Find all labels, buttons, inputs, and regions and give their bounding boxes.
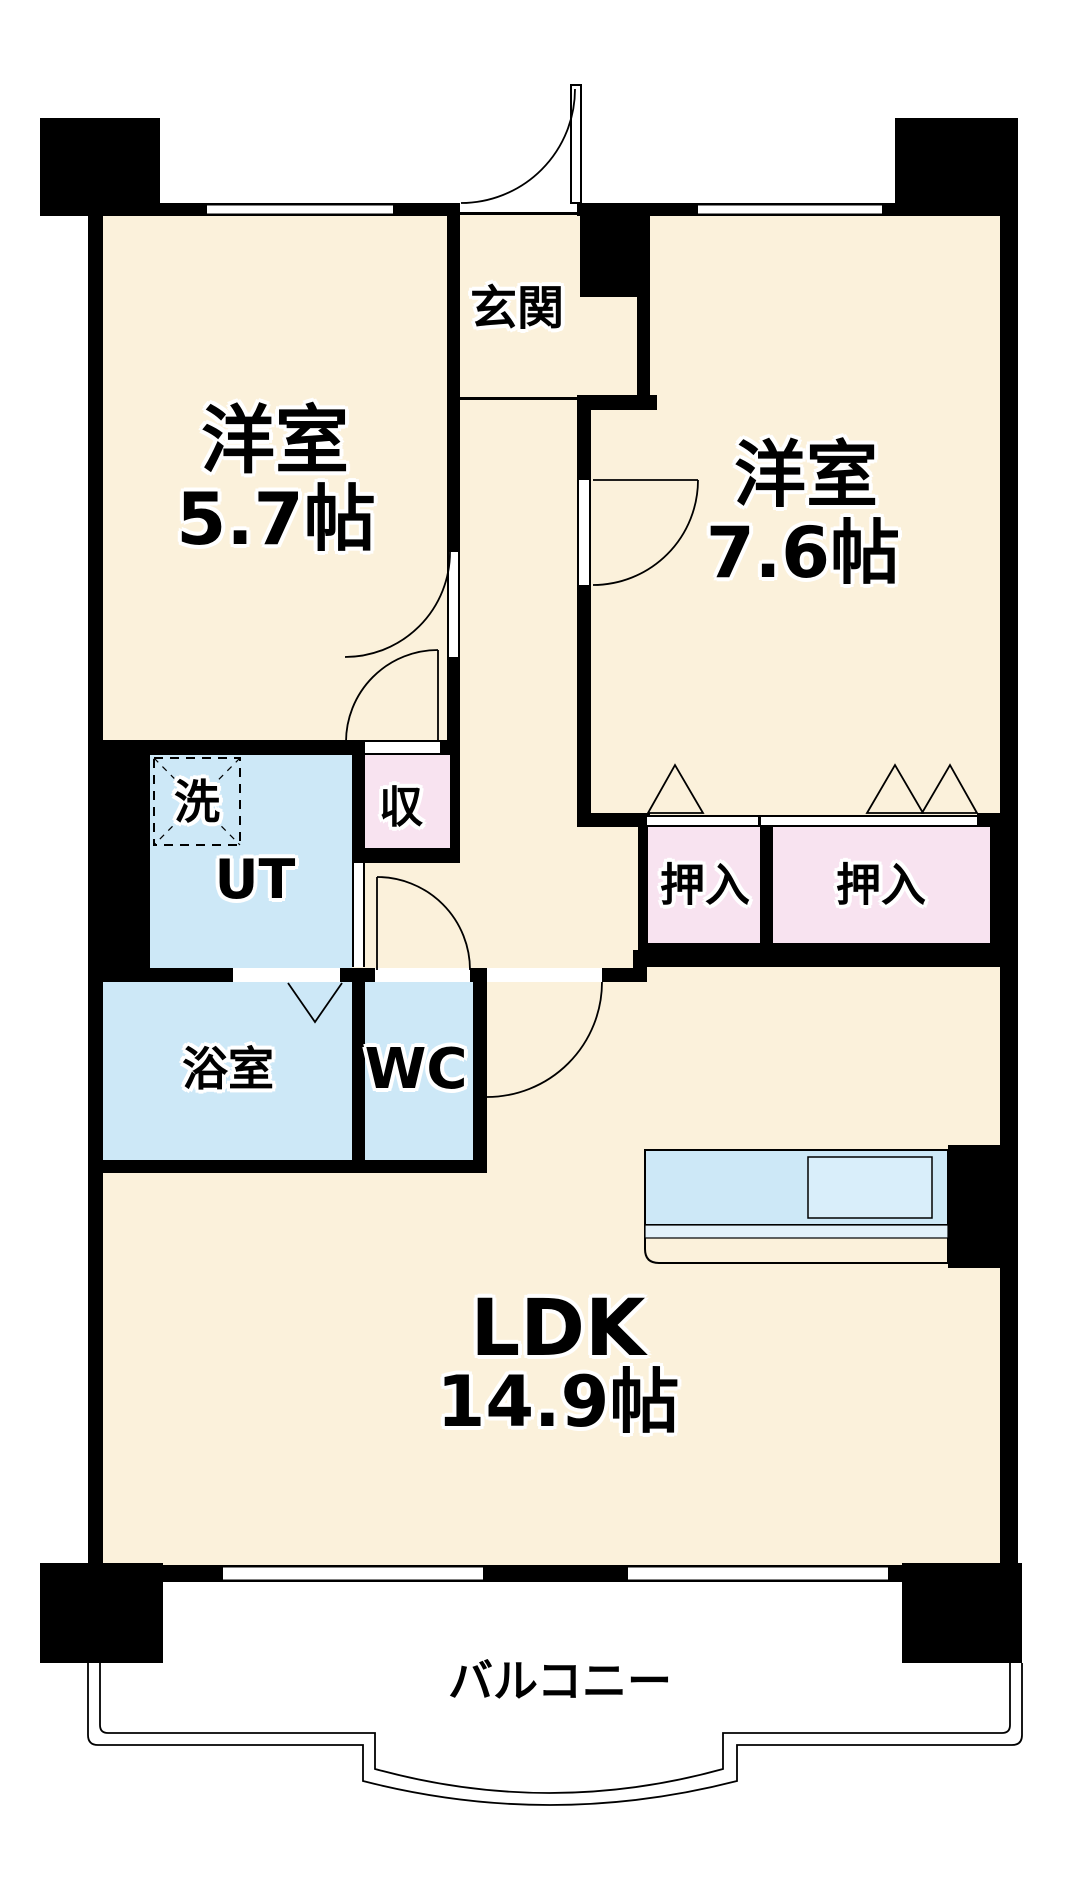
pillar-bottom-right	[902, 1563, 1022, 1663]
door-opening-bedroom1	[447, 552, 460, 657]
ldk-corner-column	[948, 1145, 1008, 1268]
kitchen-counter	[644, 1149, 949, 1264]
closet-left-area	[648, 827, 760, 943]
utility-room-area	[150, 753, 352, 968]
ldk-size-label: 14.9帖	[436, 1361, 680, 1443]
window-ldk-left	[223, 1565, 483, 1582]
bedroom2-size-label: 7.6帖	[705, 512, 901, 594]
ldk-door-arc	[486, 981, 603, 1098]
bedroom1-door-arc	[344, 551, 451, 658]
storage-label: 収	[379, 782, 423, 833]
closet-right-area	[773, 827, 990, 943]
bedroom1-size-label: 5.7帖	[176, 477, 376, 561]
door-opening-toilet	[375, 968, 470, 982]
windows-and-openings	[207, 196, 977, 1582]
bedroom2-door-arc	[592, 479, 699, 586]
window-bedroom2	[698, 203, 882, 216]
bedroom2-name-label: 洋室	[733, 433, 879, 517]
door-opening-bathroom	[233, 968, 340, 982]
entrance-door-arc	[460, 88, 576, 204]
pillar-bottom-left	[40, 1563, 163, 1663]
door-opening-utility	[352, 863, 365, 967]
utility-label: UT	[214, 848, 296, 911]
toilet-area	[365, 982, 473, 1160]
storage-area	[365, 753, 450, 848]
floor-areas	[88, 203, 1018, 1582]
entrance-label: 玄関	[470, 281, 564, 337]
laundry-label: 洗	[174, 775, 220, 829]
balcony-label: バルコニー	[447, 1654, 673, 1708]
entrance-door-leaf	[570, 84, 582, 204]
toilet-label: WC	[364, 1037, 468, 1102]
pillar-top-right	[895, 118, 1018, 216]
window-bedroom1	[207, 203, 393, 216]
pillar-top-left	[40, 118, 160, 216]
pillars	[40, 118, 1022, 1663]
kitchen-sink	[807, 1156, 933, 1219]
toilet-door-arc	[376, 876, 471, 971]
door-opening-ldk	[487, 968, 602, 982]
closet-markers	[646, 763, 979, 814]
washing-machine-box	[153, 757, 241, 846]
bathroom-door-chevron	[287, 982, 343, 1024]
ldk-name-label: LDK	[470, 1284, 646, 1374]
storage-door-arc	[345, 649, 439, 743]
closet-sliding-doors	[647, 815, 977, 827]
door-opening-storage	[365, 740, 440, 755]
entrance-opening	[460, 196, 577, 212]
bathroom-label: 浴室	[182, 1042, 274, 1096]
door-swings	[344, 84, 699, 1098]
balcony-railing	[87, 1663, 1023, 1806]
window-ldk-right	[628, 1565, 888, 1582]
bathroom-area	[103, 982, 352, 1160]
entrance-step-line	[460, 397, 577, 400]
closet-right-label: 押入	[835, 858, 927, 912]
bedroom1-name-label: 洋室	[201, 398, 349, 484]
door-opening-bedroom2	[577, 480, 591, 585]
closet-left-label: 押入	[659, 858, 751, 912]
